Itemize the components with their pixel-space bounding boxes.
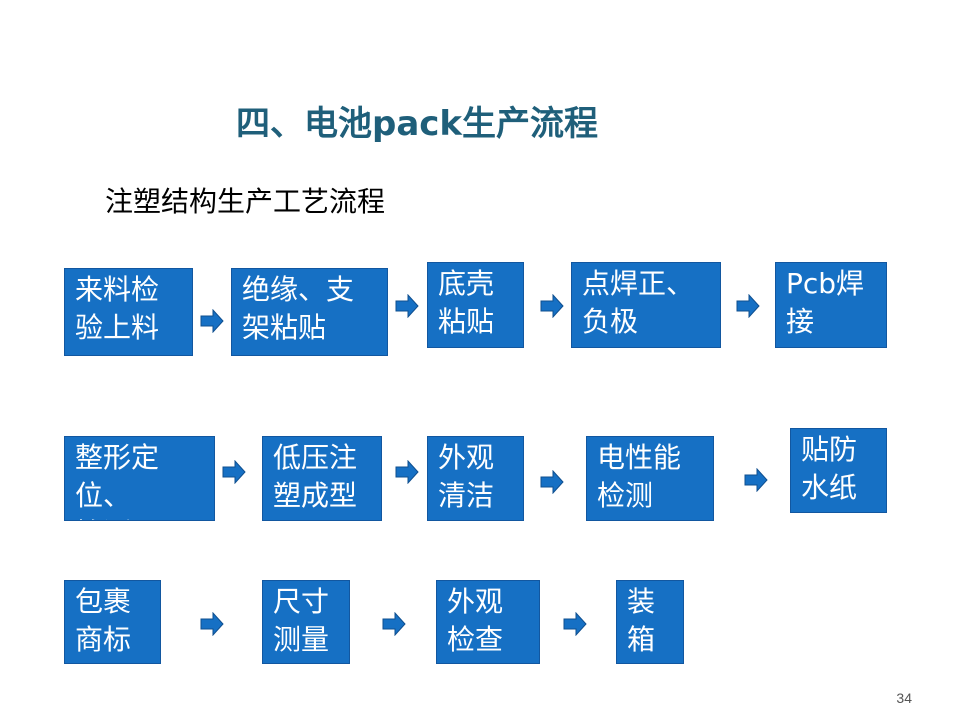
right-arrow-icon xyxy=(395,460,419,484)
step-wrap-label: 包裹 商标 xyxy=(64,580,161,664)
step-shaping-positioning: 整形定位、 检测 xyxy=(64,436,215,521)
right-arrow-icon xyxy=(736,294,760,318)
slide-subtitle: 注塑结构生产工艺流程 xyxy=(105,185,386,218)
right-arrow-icon xyxy=(744,468,768,492)
step-appearance-cleaning: 外观 清洁 xyxy=(427,436,524,521)
right-arrow-icon xyxy=(382,612,406,636)
step-appearance-inspection: 外观 检查 xyxy=(436,580,540,664)
right-arrow-icon xyxy=(200,612,224,636)
step-incoming-inspection: 来料检 验上料 xyxy=(64,268,193,356)
step-dimension-measurement: 尺寸 测量 xyxy=(262,580,350,664)
step-spot-welding: 点焊正、 负极 xyxy=(571,262,721,348)
step-low-pressure-molding: 低压注 塑成型 xyxy=(262,436,382,521)
right-arrow-icon xyxy=(540,470,564,494)
right-arrow-icon xyxy=(222,460,246,484)
right-arrow-icon xyxy=(200,309,224,333)
step-insulation-bracket: 绝缘、支 架粘贴 xyxy=(231,268,388,356)
right-arrow-icon xyxy=(563,612,587,636)
right-arrow-icon xyxy=(540,294,564,318)
right-arrow-icon xyxy=(395,294,419,318)
step-bottom-shell: 底壳 粘贴 xyxy=(427,262,524,348)
step-boxing: 装 箱 xyxy=(616,580,684,664)
page-number: 34 xyxy=(896,690,912,706)
step-waterproof-paper: 贴防 水纸 xyxy=(790,428,887,513)
slide-title: 四、电池pack生产流程 xyxy=(236,104,599,144)
step-electrical-test: 电性能 检测 xyxy=(586,436,714,521)
step-pcb-welding: Pcb焊 接 xyxy=(775,262,887,348)
